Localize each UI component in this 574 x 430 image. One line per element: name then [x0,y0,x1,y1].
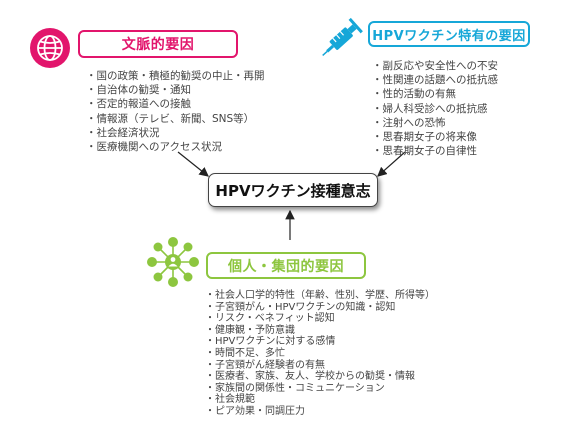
list-item: 思春期女子の将来像 [372,130,498,144]
individual-factors-list: 社会人口学的特性（年齢、性別、学歴、所得等） 子宮頸がん・HPVワクチンの知識・… [205,290,435,418]
list-item: 社会人口学的特性（年齢、性別、学歴、所得等） [205,290,435,302]
individual-factors-box: 個人・集団的要因 [206,252,366,279]
network-people-icon [147,237,199,287]
center-label: HPVワクチン接種意志 [215,181,371,200]
hpv-vaccination-intention-box: HPVワクチン接種意志 [208,173,378,207]
list-item: 性関連の話題への抵抗感 [372,73,499,87]
vaccine-factors-box: HPVワクチン特有の要因 [368,21,530,47]
list-item: 国の政策・積極的勧奨の中止・再開 [86,69,265,83]
list-item: 副反応や安全性への不安 [372,59,499,73]
list-item: 自治体の勧奨・通知 [86,83,265,97]
list-item: 家族間の関係性・コミュニケーション [205,383,435,395]
contextual-factors-label: 文脈的要因 [121,37,195,53]
list-item: 社会規範 [205,394,435,406]
contextual-factors-list: 国の政策・積極的勧奨の中止・再開 自治体の勧奨・通知 否定的報道への接触 情報源… [86,69,265,154]
list-item: 医療機関へのアクセス状況 [86,140,265,154]
list-item: 社会経済状況 [86,126,265,140]
list-item: 性的活動の有無 [372,87,498,101]
list-item: 注射への恐怖 [372,116,498,130]
syringe-icon [322,17,363,56]
list-item: リスク・ベネフィット認知 [205,313,435,325]
list-item: 健康観・予防意識 [205,325,435,337]
list-item: 子宮頸がん・HPVワクチンの知識・認知 [205,302,435,314]
contextual-factors-box: 文脈的要因 [78,30,238,58]
list-item: HPVワクチンに対する感情 [205,336,435,348]
vaccine-factors-label: HPVワクチン特有の要因 [372,28,526,44]
list-item: 婦人科受診への抵抗感 [372,102,498,116]
globe-icon [30,28,70,68]
list-item: 否定的報道への接触 [86,97,265,111]
list-item: 医療者、家族、友人、学校からの勧奨・情報 [205,371,435,383]
list-item: 情報源（テレビ、新聞、SNS等） [86,112,265,126]
list-item: 思春期女子の自律性 [372,144,498,158]
arrow-contextual-to-center [177,151,209,177]
list-item: 時間不足、多忙 [205,348,435,360]
individual-factors-label: 個人・集団的要因 [228,258,344,275]
vaccine-factors-list: 副反応や安全性への不安 性関連の話題への抵抗感 性的活動の有無 婦人科受診への抵… [372,59,499,158]
list-item: ピア効果・同調圧力 [205,406,435,418]
list-item: 子宮頸がん経験者の有無 [205,360,435,372]
